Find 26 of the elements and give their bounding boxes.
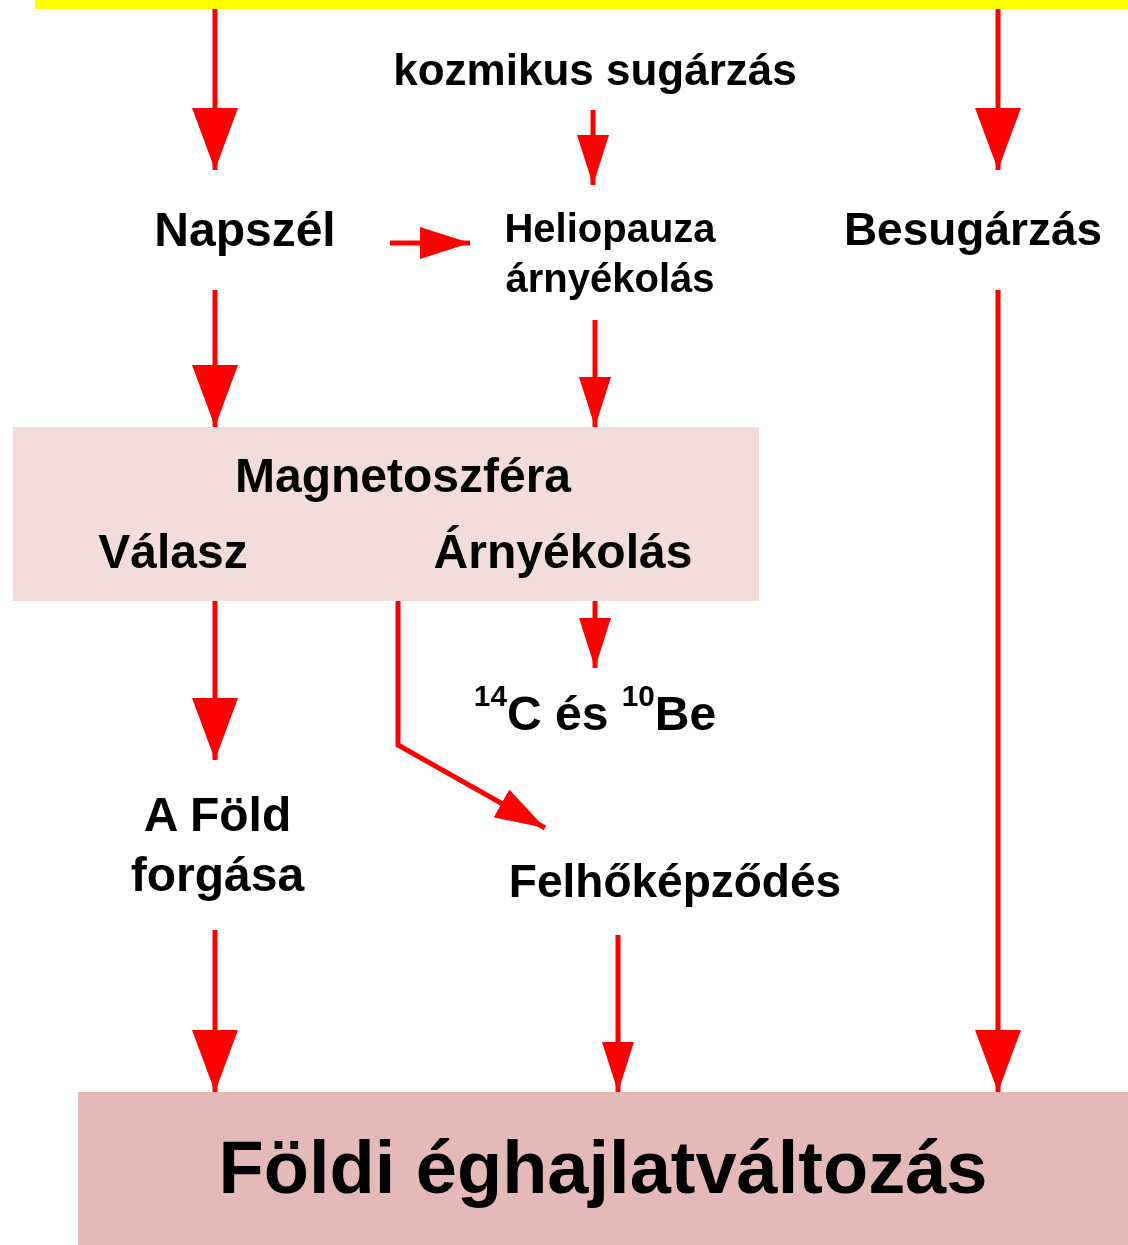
factor-label: Napszél bbox=[154, 202, 336, 258]
process-box bbox=[13, 427, 759, 601]
source-label: kozmikus sugárzás bbox=[393, 43, 797, 96]
arrow bbox=[975, 290, 1021, 1092]
box-heading: Magnetoszféra bbox=[233, 448, 573, 504]
arrow bbox=[192, 601, 238, 760]
arrow bbox=[579, 601, 611, 668]
factor-label: A Föld forgása bbox=[129, 787, 306, 903]
arrow bbox=[395, 601, 547, 831]
arrow bbox=[192, 930, 238, 1092]
arrow bbox=[192, 9, 238, 170]
factor-label: Besugárzás bbox=[843, 202, 1103, 258]
factor-label: Heliopauza árnyékolás bbox=[503, 204, 717, 302]
arrow bbox=[390, 227, 470, 259]
arrow bbox=[602, 935, 634, 1092]
arrow bbox=[975, 9, 1021, 170]
isotope-label: $^{14}$C és $^{10}$Be bbox=[473, 684, 717, 742]
outcome-label: Földi éghajlatváltozás bbox=[218, 1125, 988, 1212]
arrow bbox=[577, 110, 609, 185]
arrow bbox=[579, 320, 611, 427]
top-band bbox=[35, 0, 1128, 9]
result-box bbox=[78, 1092, 1128, 1245]
factor-label: Felhőképződés bbox=[508, 853, 842, 909]
box-label: Válasz bbox=[97, 524, 249, 580]
box-label: Árnyékolás bbox=[432, 524, 694, 580]
arrow bbox=[192, 290, 238, 427]
